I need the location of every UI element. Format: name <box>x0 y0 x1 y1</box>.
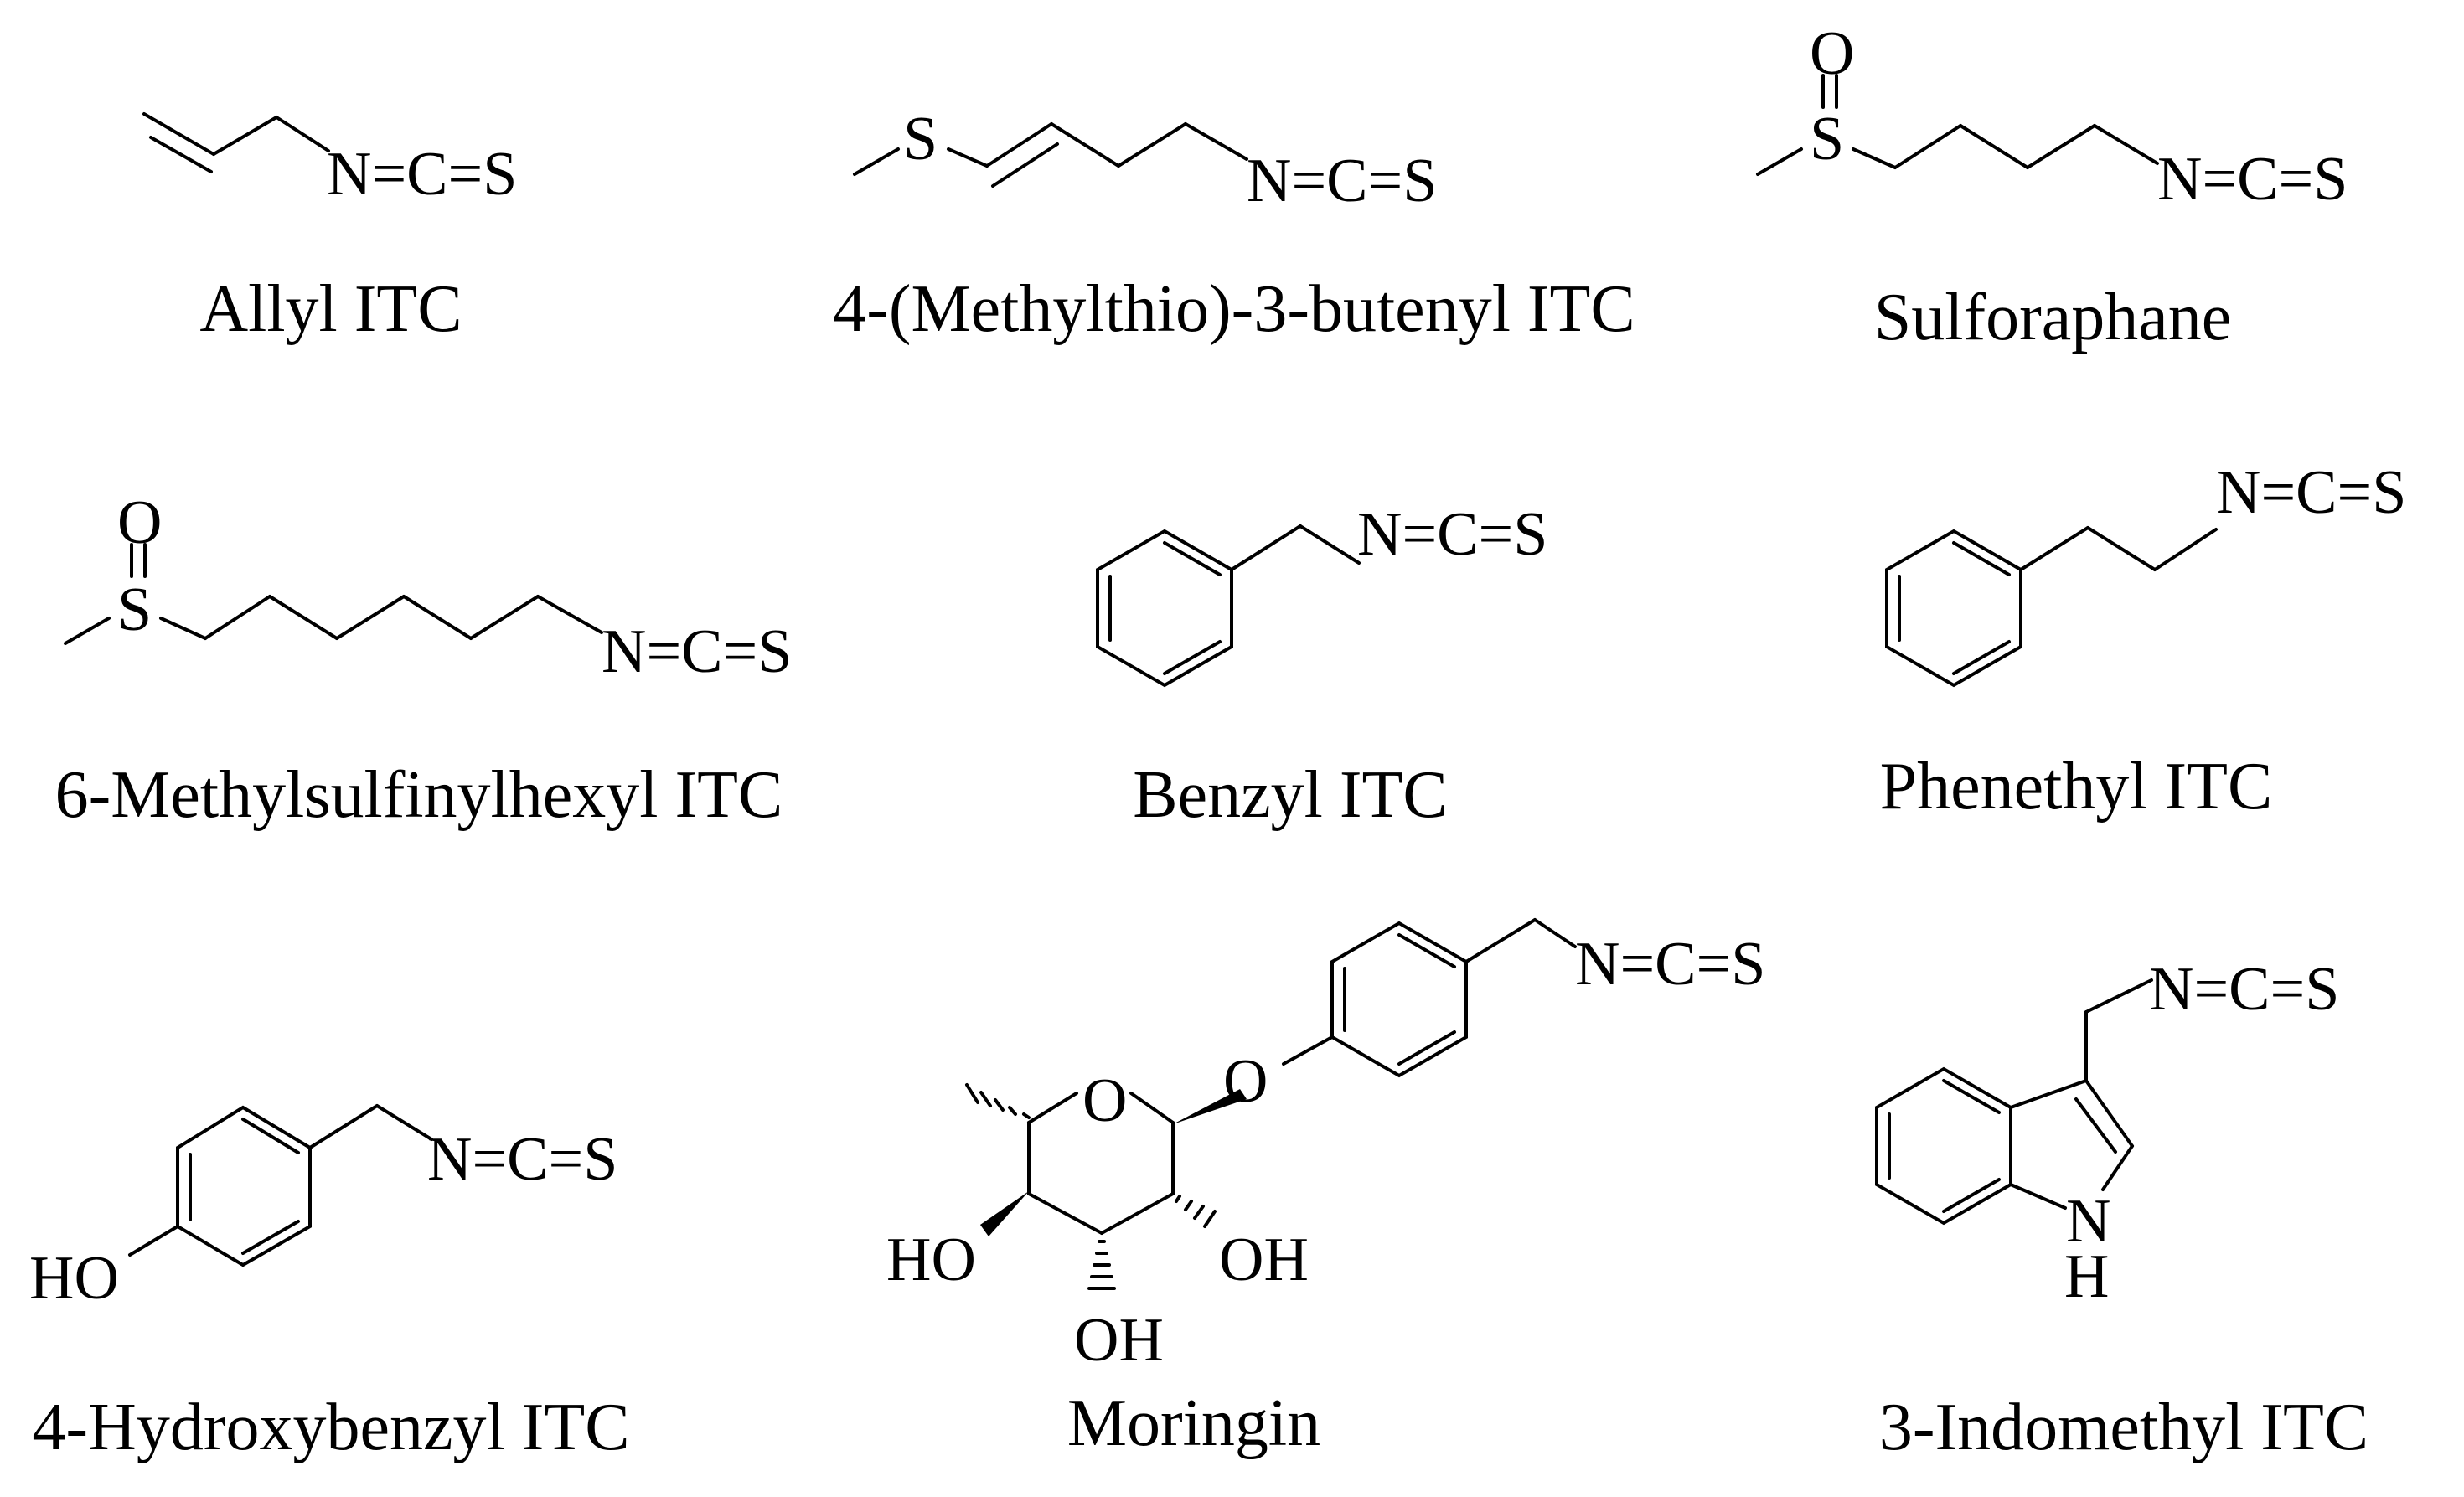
methylsulfinylhexyl-itc-skeleton <box>64 543 603 645</box>
phenethyl-itc-skeleton <box>1885 526 2218 688</box>
hydroxyl-right-label: OH <box>1219 1226 1309 1294</box>
compound-phenethyl-itc: N=C=S Phenethyl ITC <box>1880 458 2407 823</box>
compound-hydroxybenzyl-itc: HO N=C=S 4-Hydroxybenzyl ITC <box>29 1104 630 1464</box>
oxygen-label: O <box>1810 19 1854 88</box>
methylthiobutenyl-itc-skeleton <box>853 122 1248 188</box>
compound-name-allyl-itc: Allyl ITC <box>199 272 462 346</box>
ncs-group-label: N=C=S <box>427 1125 617 1194</box>
hydroxyl-label: HO <box>29 1244 119 1313</box>
ring-oxygen-label: O <box>1082 1066 1127 1135</box>
compound-name-sulforaphane: Sulforaphane <box>1874 281 2232 354</box>
compound-indomethyl-itc: N=C=S N H 3-Indomethyl ITC <box>1875 955 2368 1464</box>
ncs-group-label: N=C=S <box>602 617 792 686</box>
allyl-itc-skeleton <box>142 112 330 173</box>
compound-name-benzyl-itc: Benzyl ITC <box>1133 758 1447 832</box>
glycosidic-oxygen-label: O <box>1223 1047 1268 1116</box>
indomethyl-itc-skeleton <box>1875 978 2153 1226</box>
ncs-group-label: N=C=S <box>1247 147 1437 215</box>
ncs-group-label: N=C=S <box>1357 500 1547 569</box>
compound-moringin: O O N=C=S HO OH OH Moringin <box>886 918 1765 1460</box>
compound-methylthiobutenyl-itc: S N=C=S 4-(Methylthio)-3-butenyl ITC <box>833 105 1635 346</box>
ncs-group-label: N=C=S <box>2149 955 2339 1024</box>
ncs-group-label: N=C=S <box>1575 930 1765 999</box>
compound-name-phenethyl-itc: Phenethyl ITC <box>1880 750 2273 823</box>
compound-methylsulfinylhexyl-itc: O S N=C=S 6-Methylsulfinylhexyl ITC <box>55 488 793 832</box>
sulfur-label: S <box>1810 105 1844 173</box>
ncs-group-label: N=C=S <box>2157 145 2348 214</box>
hydroxyl-left-label: HO <box>886 1226 976 1294</box>
sulfur-label: S <box>117 576 152 644</box>
compound-allyl-itc: N=C=S Allyl ITC <box>142 112 517 346</box>
sulfur-label: S <box>903 105 938 173</box>
compound-benzyl-itc: N=C=S Benzyl ITC <box>1096 500 1547 832</box>
hydroxyl-bottom-label: OH <box>1074 1306 1164 1375</box>
indole-nitrogen-label: N <box>2066 1187 2110 1256</box>
indole-hydrogen-label: H <box>2064 1242 2109 1311</box>
compound-name-methylthiobutenyl-itc: 4-(Methylthio)-3-butenyl ITC <box>833 272 1635 346</box>
sulforaphane-skeleton <box>1756 74 2159 176</box>
compound-name-hydroxybenzyl-itc: 4-Hydroxybenzyl ITC <box>32 1391 629 1464</box>
ncs-group-label: N=C=S <box>2216 458 2406 527</box>
moringin-skeleton <box>965 918 1577 1290</box>
oxygen-label: O <box>117 488 162 557</box>
compound-name-methylsulfinylhexyl-itc: 6-Methylsulfinylhexyl ITC <box>55 758 783 832</box>
ncs-group-label: N=C=S <box>327 140 517 209</box>
hydroxybenzyl-itc-skeleton <box>128 1104 433 1267</box>
compound-sulforaphane: O S N=C=S Sulforaphane <box>1756 19 2348 354</box>
compound-name-indomethyl-itc: 3-Indomethyl ITC <box>1879 1391 2368 1464</box>
compound-name-moringin: Moringin <box>1067 1386 1320 1460</box>
benzyl-itc-skeleton <box>1096 524 1361 688</box>
